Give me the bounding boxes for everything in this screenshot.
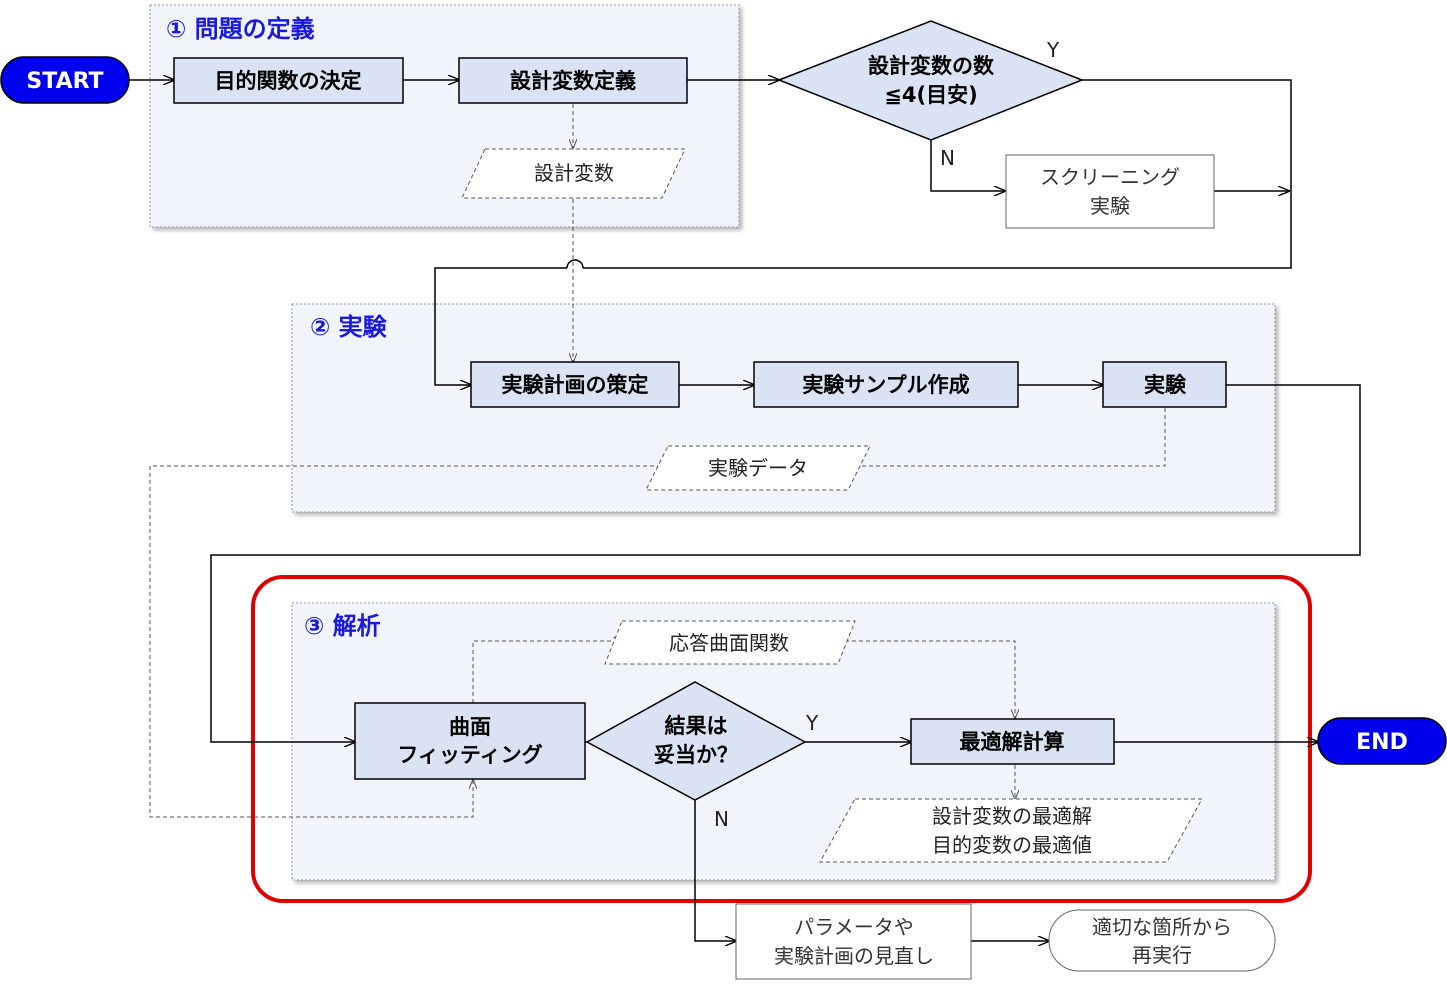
connector-exp-analysis: [210, 384, 1361, 742]
process-optimize[interactable]: 最適解計算: [910, 718, 1115, 765]
review-line2: 実験計画の見直し: [774, 944, 934, 968]
connector-decision2-n: [694, 800, 736, 941]
data-exp-data: 実験データ: [645, 445, 871, 491]
end-label: END: [1356, 730, 1408, 755]
decision-var-count-line1: 設計変数の数: [868, 54, 995, 78]
process-experiment-label: 実験: [1144, 373, 1187, 397]
rerun-line1: 適切な箇所から: [1092, 915, 1232, 939]
process-experiment[interactable]: 実験: [1102, 361, 1227, 408]
start-label: START: [26, 69, 103, 94]
process-objective[interactable]: 目的関数の決定: [173, 57, 404, 104]
end-terminal[interactable]: END: [1317, 717, 1447, 765]
decision-var-count-line2: ≦4(目安): [884, 83, 977, 107]
process-sample-label: 実験サンプル作成: [802, 373, 969, 397]
dashed-connectors: [149, 104, 1166, 818]
decision-result-ok-line1: 結果は: [665, 714, 728, 738]
screening-box[interactable]: スクリーニング 実験: [1005, 154, 1215, 229]
data-design-vars: 設計変数: [461, 148, 686, 199]
decision-result-ok-line2: 妥当か？: [654, 743, 738, 767]
process-fitting-line2: フィッティング: [397, 743, 542, 767]
data-response-fn-label: 応答曲面関数: [669, 631, 789, 655]
process-fitting[interactable]: 曲面 フィッティング: [354, 702, 586, 780]
process-design-var-def[interactable]: 設計変数定義: [458, 57, 688, 104]
start-terminal[interactable]: START: [0, 56, 130, 104]
process-plan-label: 実験計画の策定: [502, 373, 649, 397]
data-response-fn: 応答曲面関数: [604, 620, 856, 665]
connector-decision-n: [930, 140, 1005, 191]
dashed-response-to-optimize: [838, 640, 1015, 718]
rerun-line2: 再実行: [1132, 943, 1192, 967]
screening-line2: 実験: [1090, 194, 1130, 218]
data-design-vars-label: 設計変数: [534, 161, 614, 185]
process-plan[interactable]: 実験計画の策定: [470, 361, 680, 408]
data-optimal-line2: 目的変数の最適値: [932, 833, 1092, 857]
decision-var-count[interactable]: 設計変数の数 ≦4(目安): [776, 20, 1085, 141]
dashed-exp-to-data: [848, 408, 1166, 466]
branch-label-n2: N: [714, 807, 729, 831]
review-line1: パラメータや: [794, 915, 913, 939]
section-analysis-title: ③ 解析: [304, 612, 381, 640]
process-fitting-line1: 曲面: [449, 715, 491, 739]
process-optimize-label: 最適解計算: [960, 730, 1065, 754]
branch-label-y2: Y: [805, 711, 819, 735]
section-define-panel: ① 問題の定義: [149, 4, 740, 228]
connector-decision-y: [583, 79, 1292, 269]
decision-result-ok[interactable]: 結果は 妥当か？: [585, 681, 807, 801]
data-optimal-line1: 設計変数の最適解: [932, 804, 1092, 828]
process-design-var-def-label: 設計変数定義: [510, 69, 636, 93]
connector-hop: [566, 259, 584, 269]
process-sample[interactable]: 実験サンプル作成: [753, 361, 1019, 408]
process-objective-label: 目的関数の決定: [215, 69, 362, 93]
section-define-title: ① 問題の定義: [166, 15, 315, 43]
solid-connectors: [129, 79, 1361, 941]
dashed-fitting-to-response: [472, 641, 622, 703]
data-exp-data-label: 実験データ: [708, 456, 808, 480]
rerun-box[interactable]: 適切な箇所から 再実行: [1048, 909, 1276, 972]
screening-line1: スクリーニング: [1040, 165, 1180, 189]
data-optimal: 設計変数の最適解 目的変数の最適値: [819, 798, 1203, 863]
dashed-data-to-fitting: [149, 465, 668, 818]
connector-to-plan: [434, 267, 567, 385]
review-box[interactable]: パラメータや 実験計画の見直し: [735, 903, 972, 980]
branch-label-n1: N: [940, 146, 955, 170]
section-experiment-title: ② 実験: [310, 313, 388, 341]
branch-label-y1: Y: [1046, 38, 1060, 62]
